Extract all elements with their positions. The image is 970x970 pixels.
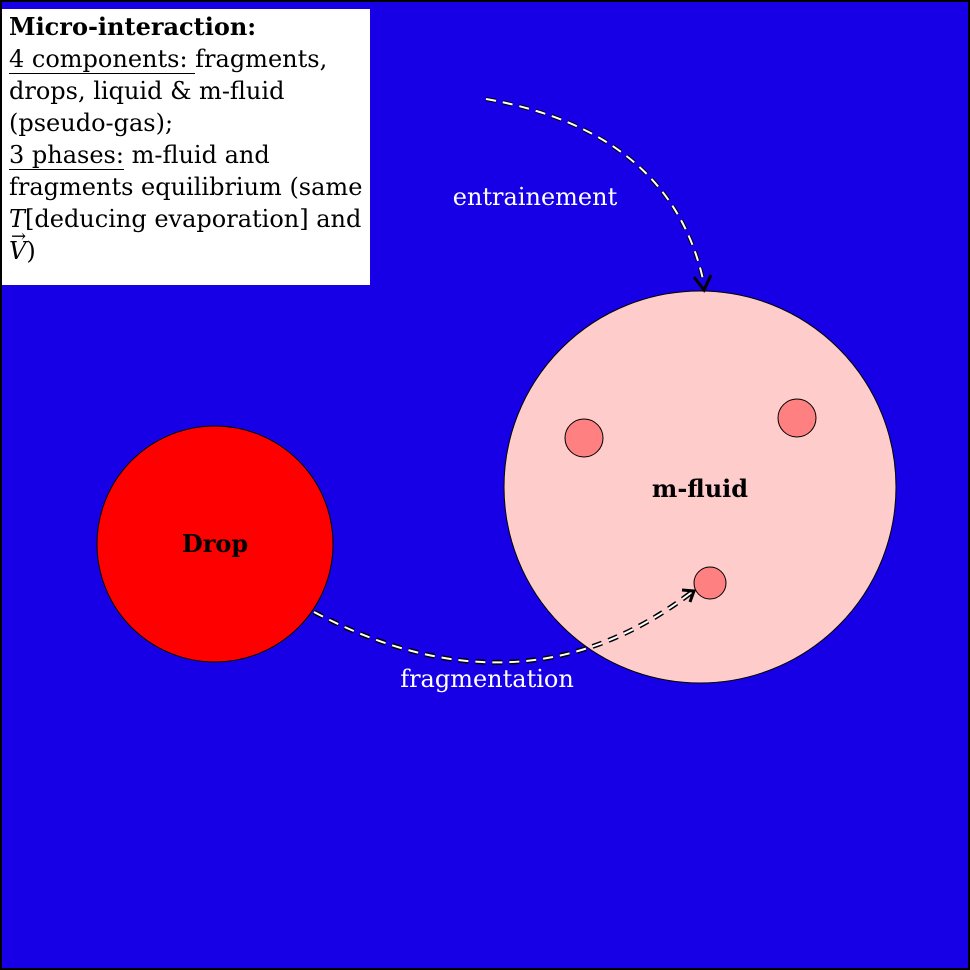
entrainment-arrowhead — [692, 274, 713, 293]
fragmentation-arrowhead — [681, 588, 697, 603]
components-text: 4 components: fragments, drops, liquid &… — [9, 43, 363, 139]
components-prefix: 4 components: — [9, 45, 196, 74]
fragment-circle — [777, 398, 817, 438]
phases-prefix: 3 phases: — [9, 141, 124, 170]
phases-text: 3 phases: m-fluid and fragments equilibr… — [9, 139, 363, 267]
bracket-text: [deducing evaporation] and — [25, 205, 362, 233]
m-fluid-circle — [503, 290, 897, 684]
entrainment-arrow — [485, 98, 705, 285]
components-rest: fragments, drops, liquid & m-fluid (pseu… — [9, 45, 328, 137]
fragment-circle — [564, 418, 604, 458]
drop-circle — [96, 425, 334, 663]
fragment-circle — [693, 566, 727, 600]
entrainment-label: entrainement — [453, 183, 618, 211]
velocity-vector-symbol: V — [9, 221, 26, 267]
fragmentation-label: fragmentation — [400, 665, 574, 693]
m-fluid-label: m-fluid — [652, 474, 748, 503]
close-paren: ) — [26, 237, 36, 265]
drop-label: Drop — [182, 529, 248, 558]
phases-rest: m-fluid and fragments equilibrium (same — [9, 141, 363, 201]
fragmentation-arrow — [313, 591, 693, 664]
info-box: Micro-interaction: 4 components: fragmen… — [2, 9, 370, 285]
info-title: Micro-interaction: — [9, 12, 257, 41]
